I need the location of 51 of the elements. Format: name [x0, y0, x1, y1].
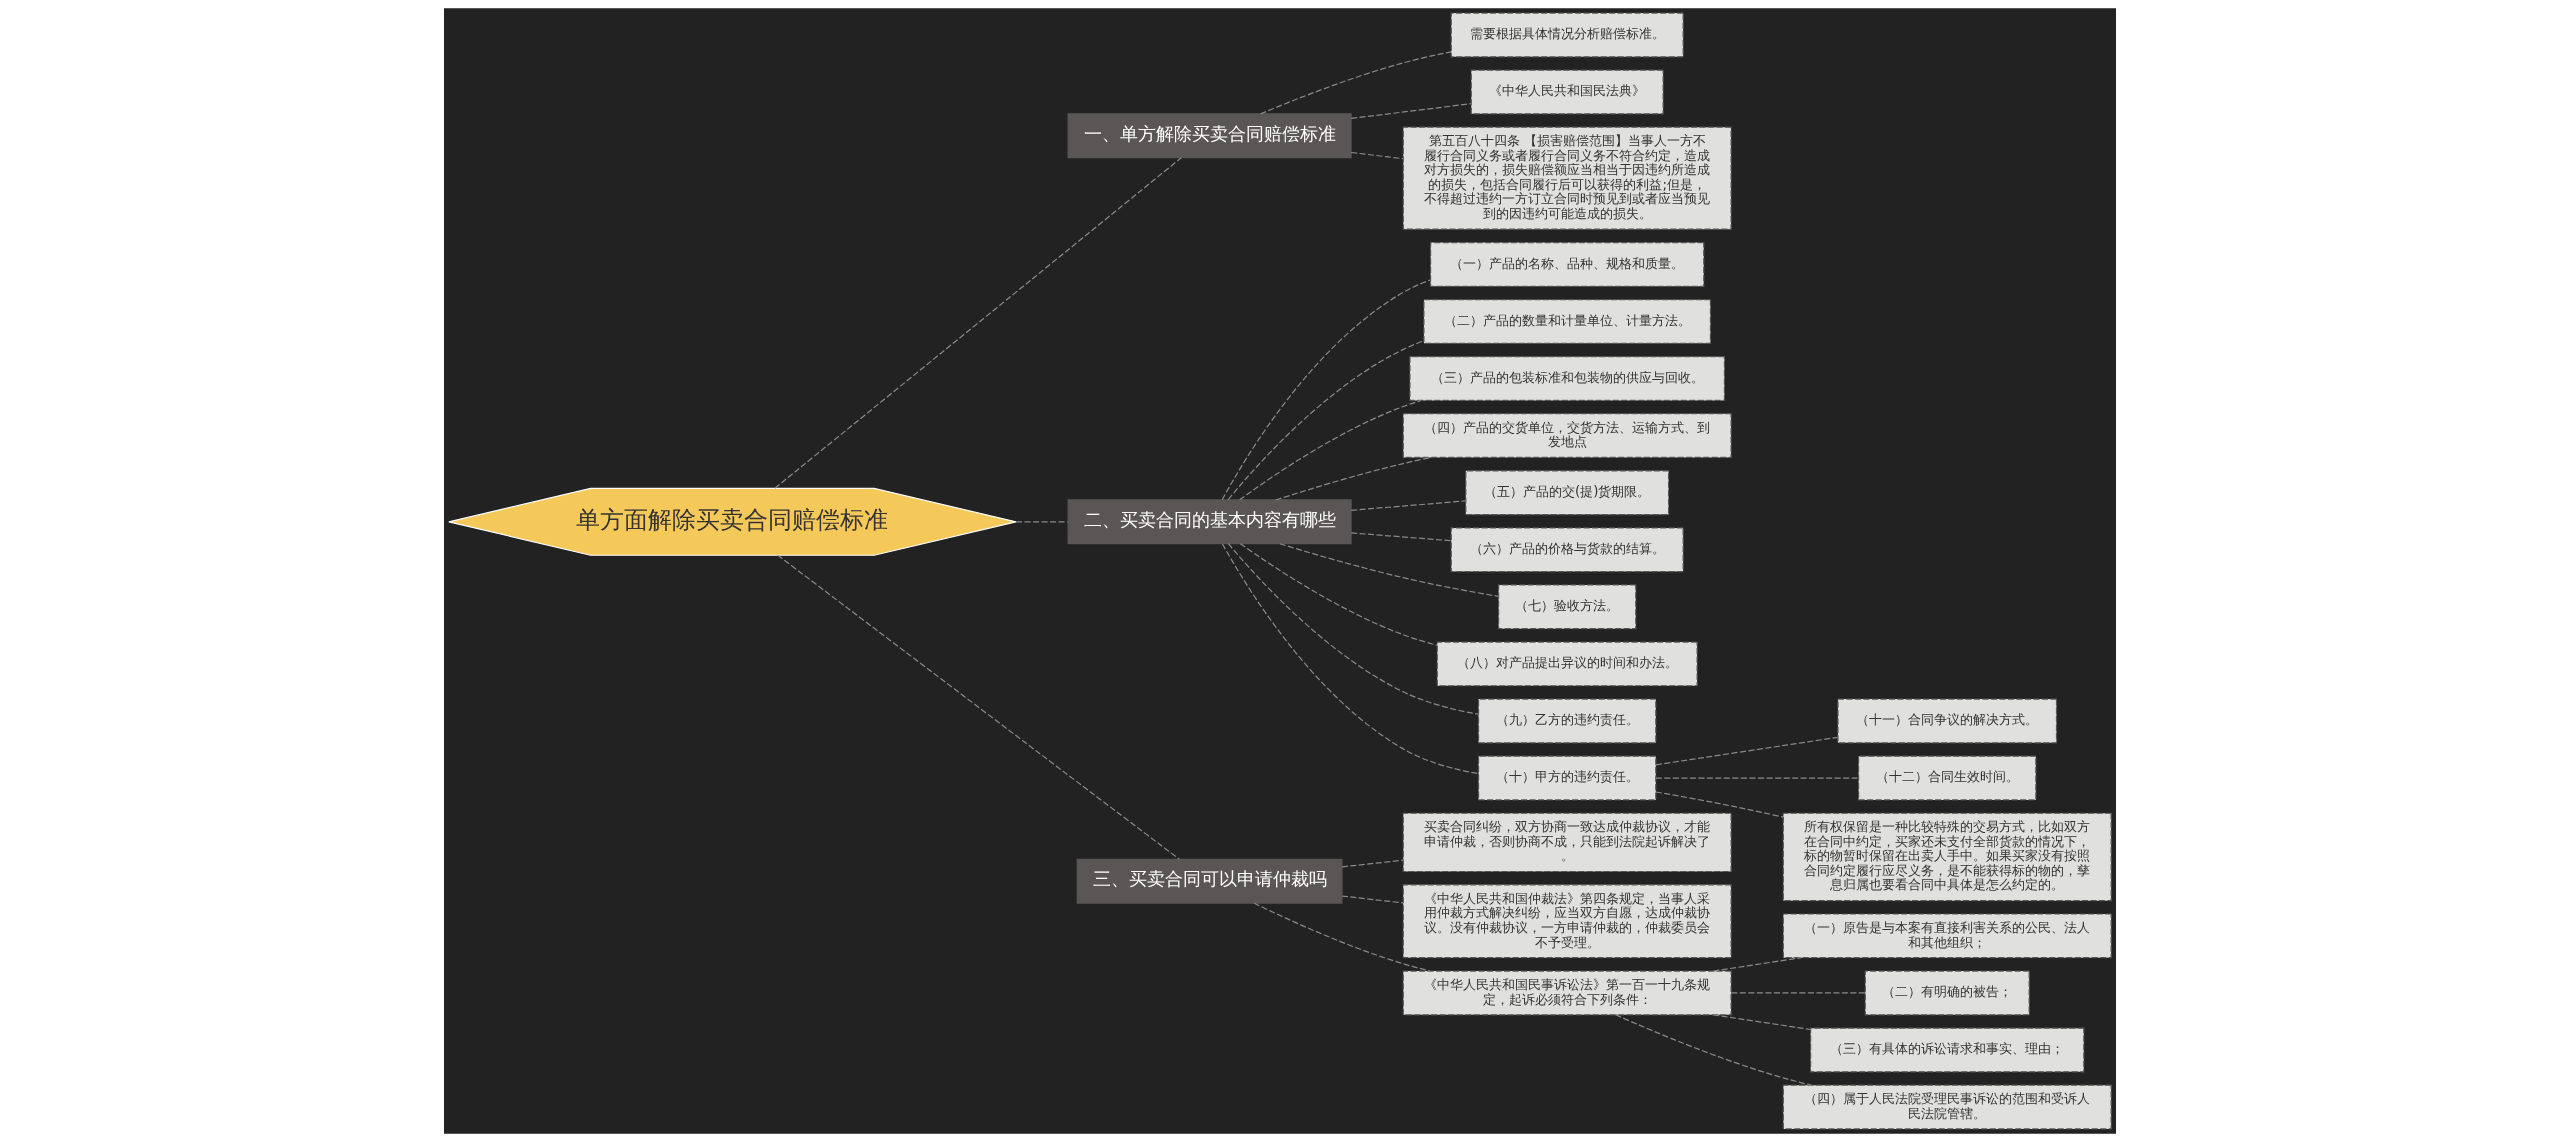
- connector: [1221, 279, 1431, 501]
- node-box: （七）验收方法。: [1497, 584, 1637, 630]
- node-box: 一、单方解除买卖合同赔偿标准: [1067, 113, 1352, 159]
- node-box: （六）产品的价格与货款的结算。: [1450, 527, 1684, 573]
- connector: [1253, 902, 1431, 972]
- node-box: 所有权保留是一种比较特殊的交易方式，比如双方在合同中约定，买家还未支付全部货款的情况下，标的物暂时保留在出卖人手中。如果买家没有按照合同约定履行应尽义务，是不能获得标的物的，孳息归属也要看合同中具体是怎么约定的。: [1782, 812, 2112, 902]
- connector: [1350, 532, 1452, 542]
- connector: [1239, 543, 1438, 646]
- node-box: （八）对产品提出异议的时间和办法。: [1436, 641, 1698, 687]
- connector: [1341, 859, 1404, 868]
- connector: [1712, 957, 1802, 972]
- connector: [777, 554, 1180, 860]
- connector: [1341, 895, 1404, 904]
- node-box: 《中华人民共和国仲裁法》第四条规定，当事人采用仲裁方式解决纠纷，应当双方自愿，达成仲裁协议。没有仲裁协议，一方申请仲裁的，仲裁委员会不予受理。: [1402, 884, 1732, 959]
- node-box: （三）产品的包装标准和包装物的供应与回收。: [1409, 356, 1726, 401]
- connector: [774, 157, 1182, 489]
- connector: [1655, 777, 1860, 779]
- node-box: （九）乙方的违约责任。: [1477, 698, 1657, 744]
- node-box: 《中华人民共和国民法典》: [1470, 69, 1664, 115]
- node-box: （十二）合同生效时间。: [1858, 755, 2037, 801]
- node-box: （五）产品的交(提)货期限。: [1465, 470, 1670, 516]
- node-box: 第五百八十四条 【损害赔偿范围】当事人一方不履行合同义务或者履行合同义务不符合约定，造成对方损失的，损失赔偿额应当相当于因违约所造成的损失，包括合同履行后可以获得的利益;但是，不得超过违约一方订立合同时预见到或者应当预见到的因违约可能造成的损失。: [1402, 126, 1732, 230]
- node-box: 需要根据具体情况分析赔偿标准。: [1450, 12, 1684, 58]
- node-box: 《中华人民共和国民事诉讼法》第一百一十九条规定，起诉必须符合下列条件：: [1402, 970, 1732, 1016]
- connector: [1350, 500, 1467, 511]
- connector: [1655, 791, 1784, 818]
- connector: [1221, 543, 1480, 775]
- node-box: （二）产品的数量和计量单位、计量方法。: [1423, 299, 1712, 344]
- node-box: （十一）合同争议的解决方式。: [1837, 698, 2058, 744]
- connector: [1350, 151, 1404, 160]
- node-box: 二、买卖合同的基本内容有哪些: [1067, 499, 1352, 545]
- node-box: （四）产品的交货单位，交货方法、运输方式、到发地点: [1402, 413, 1732, 459]
- connector: [1655, 736, 1839, 766]
- connector: [1730, 992, 1866, 994]
- node-box: （二）有明确的被告；: [1864, 970, 2030, 1016]
- node-box: 买卖合同纠纷，双方协商一致达成仲裁协议，才能申请仲裁，否则协商不成，只能到法院起诉解决了。: [1402, 812, 1732, 873]
- connector: [1350, 103, 1472, 120]
- node-box: （三）有具体的诉讼请求和事实、理由；: [1810, 1027, 2085, 1073]
- connector: [1279, 543, 1499, 597]
- connector: [1015, 521, 1069, 523]
- node-box: （一）产品的名称、品种、规格和质量。: [1429, 241, 1705, 287]
- connector: [1275, 456, 1432, 501]
- node-box: （四）属于人民法院受理民事诉讼的范围和受诉人民法院管辖。: [1782, 1084, 2112, 1130]
- node-box: （十）甲方的违约责任。: [1477, 755, 1657, 801]
- connector: [1227, 543, 1479, 715]
- connector: [1239, 399, 1422, 501]
- node-box: （一）原告是与本案有直接利害关系的公民、法人和其他组织；: [1782, 913, 2112, 959]
- connector: [1259, 51, 1452, 115]
- connector: [1615, 1014, 1813, 1086]
- connector: [1227, 340, 1425, 501]
- node-box: 三、买卖合同可以申请仲裁吗: [1076, 858, 1343, 904]
